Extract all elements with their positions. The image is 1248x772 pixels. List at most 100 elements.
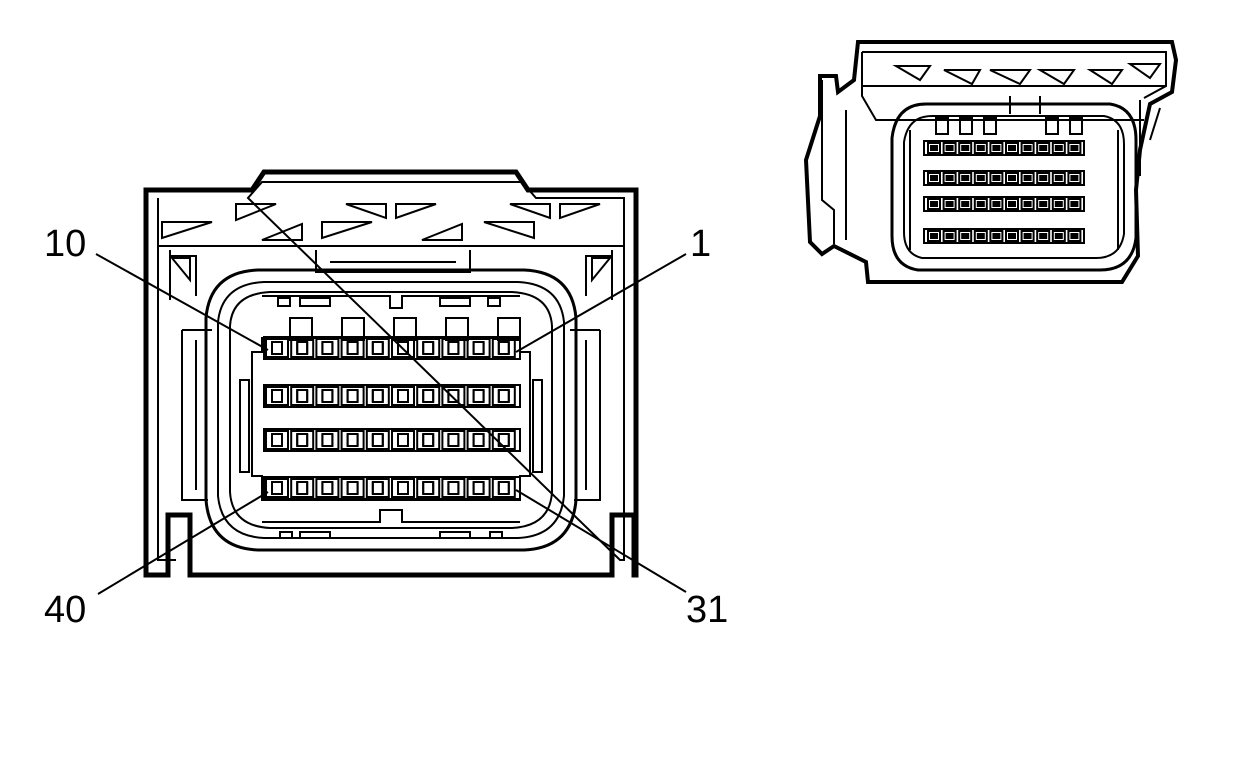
pin-cavity [315, 386, 340, 406]
iso-pin-cavity [1051, 198, 1066, 210]
connector-isometric-view [803, 40, 1179, 284]
pin-cavity [491, 386, 516, 406]
iso-pin-cavity [927, 230, 941, 242]
pin-label-1: 1 [690, 223, 711, 265]
iso-pin-cavity [1036, 172, 1051, 184]
iso-pin-cavity [989, 172, 1004, 184]
iso-pin-cavity [1067, 230, 1082, 242]
pin-cavity [441, 386, 466, 406]
pin-cavity [416, 430, 441, 450]
pin-cavity [365, 386, 390, 406]
pin-cavity [290, 478, 315, 498]
iso-pin-cavity [973, 172, 988, 184]
pin-cavity [265, 478, 289, 498]
key-top [262, 295, 520, 309]
pin-cavity [315, 430, 340, 450]
pin-cavity [265, 338, 289, 358]
pin-cavity [466, 430, 491, 450]
pin-cavity [340, 430, 365, 450]
pin-cavity [491, 338, 516, 358]
pin-cavity [441, 338, 466, 358]
pin-cavity [365, 478, 390, 498]
housing-inner-line [157, 181, 625, 561]
iso-pin-cavity [1005, 198, 1019, 210]
shroud-inner [217, 281, 565, 539]
pin-cavity [391, 478, 415, 498]
iso-pin-cavity [958, 230, 973, 242]
iso-pin-cavity [1067, 172, 1082, 184]
pin-cavity [391, 338, 415, 358]
iso-pin-cavity [1005, 172, 1019, 184]
pin-cavity [491, 478, 516, 498]
shroud-outer [204, 268, 578, 552]
iso-pin-row [923, 228, 1085, 244]
guide-right [532, 379, 543, 473]
iso-pin-row [923, 140, 1085, 156]
pin-cavity [265, 430, 289, 450]
leader-lines [95, 253, 687, 595]
iso-pin-cavity-grid [923, 140, 1085, 244]
pin-cavity [365, 338, 390, 358]
housing-outline [143, 169, 639, 578]
iso-pin-cavity [973, 198, 988, 210]
pin-cavity [466, 386, 491, 406]
iso-pin-cavity [989, 142, 1004, 154]
pin-cavity [441, 478, 466, 498]
pin-label-31: 31 [686, 589, 728, 631]
iso-pin-cavity [1067, 142, 1082, 154]
pin-cavity [290, 386, 315, 406]
iso-pin-cavity [1005, 142, 1019, 154]
pin-label-40: 40 [44, 589, 86, 631]
iso-pin-cavity [942, 198, 957, 210]
pin-row [263, 384, 521, 408]
iso-pin-cavity [1067, 198, 1082, 210]
iso-pin-cavity [927, 142, 941, 154]
iso-housing-outline [803, 40, 1179, 284]
iso-pin-cavity [1020, 198, 1035, 210]
pin-cavity-grid [263, 336, 521, 500]
iso-pin-cavity [958, 142, 973, 154]
pin-cavity [365, 430, 390, 450]
iso-pin-cavity [1036, 198, 1051, 210]
iso-pin-cavity [1020, 142, 1035, 154]
pin-cavity [265, 386, 289, 406]
iso-pin-cavity [942, 142, 957, 154]
iso-pin-cavity [927, 198, 941, 210]
iso-pin-cavity [989, 198, 1004, 210]
iso-top-tabs [935, 117, 1083, 135]
pin-cavity [340, 386, 365, 406]
pin-row [263, 476, 521, 500]
pin-cavity [466, 338, 491, 358]
iso-pin-cavity [1036, 230, 1051, 242]
iso-pin-cavity [927, 172, 941, 184]
iso-pin-cavity [958, 198, 973, 210]
iso-pin-row [923, 170, 1085, 186]
iso-pin-cavity [1036, 142, 1051, 154]
iso-pin-cavity [989, 230, 1004, 242]
pin-cavity [416, 478, 441, 498]
pin-cavity [315, 478, 340, 498]
pin-cavity [466, 478, 491, 498]
iso-pin-cavity [1051, 142, 1066, 154]
rib-triangles [161, 203, 601, 241]
iso-pin-cavity [1051, 172, 1066, 184]
pin-cavity [416, 338, 441, 358]
pin-cavity [391, 386, 415, 406]
pin-cavity [391, 430, 415, 450]
guide-left [239, 379, 250, 473]
iso-pin-row [923, 196, 1085, 212]
iso-pin-cavity [1020, 230, 1035, 242]
iso-rib-triangles [892, 63, 1162, 86]
iso-pin-cavity [973, 142, 988, 154]
key-bottom [262, 509, 520, 523]
pin-cavity [290, 430, 315, 450]
upper-latch [169, 250, 613, 300]
pin-row [263, 428, 521, 452]
iso-pin-cavity [1020, 172, 1035, 184]
pin-cavity [491, 430, 516, 450]
pin-cavity [315, 338, 340, 358]
iso-shroud [890, 102, 1138, 272]
pin-label-10: 10 [44, 223, 86, 265]
